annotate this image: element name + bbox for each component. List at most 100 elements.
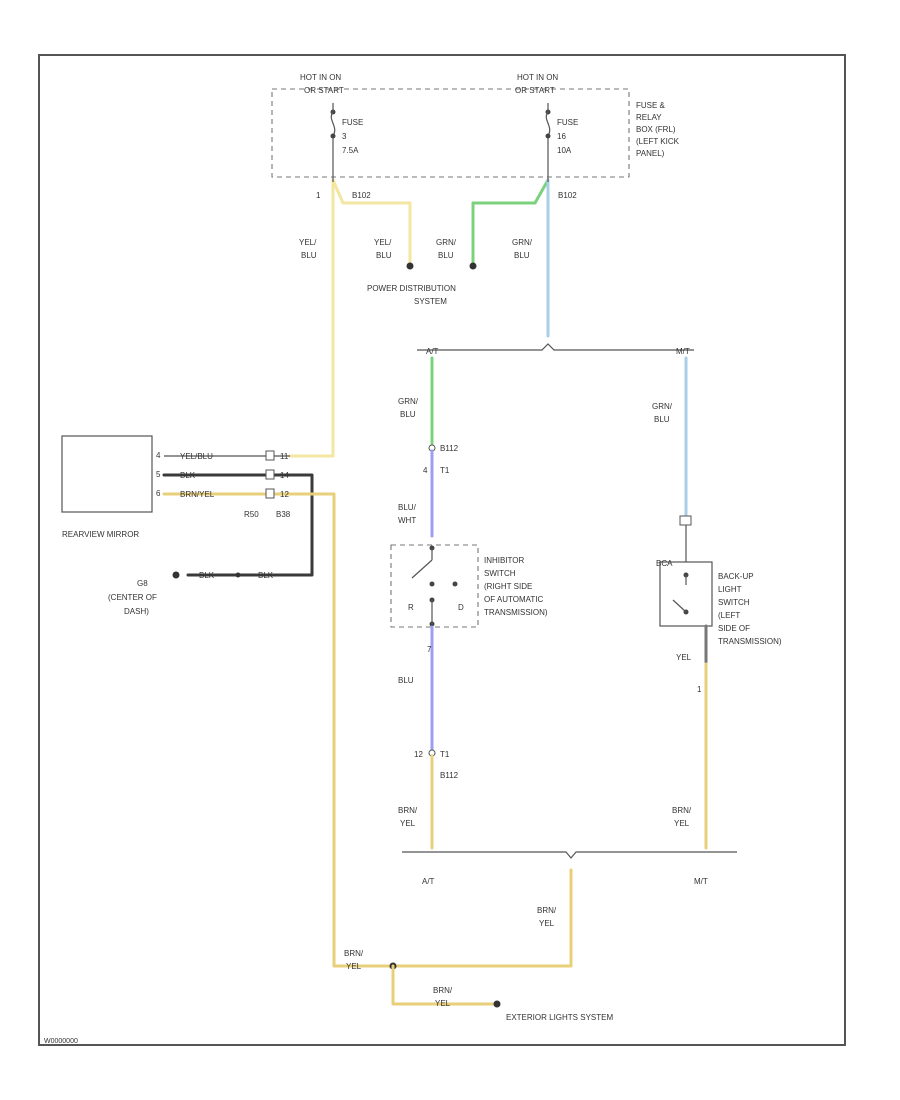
fuse-3: HOT IN ON OR START FUSE 3 7.5A — [300, 73, 363, 155]
mirror-conn-r50: R50 — [244, 510, 259, 519]
ground-wire-label-a: BLK — [199, 571, 215, 580]
inhibitor-switch: R D — [390, 544, 479, 628]
fuse-3-rating: 7.5A — [342, 146, 359, 155]
exterior-lights-terminal — [493, 1000, 501, 1008]
fuse-3-number: 3 — [342, 132, 347, 141]
at-connector-t1-bottom: T1 — [440, 750, 450, 759]
mirror-wire-blk — [162, 473, 314, 577]
output-wire-center-label-1: BRN/ — [537, 906, 557, 915]
splice-power-left — [406, 262, 414, 270]
ground-wire-label-b: BLK — [258, 571, 274, 580]
mirror-connector-2 — [265, 469, 275, 480]
backup-switch-label-5: SIDE OF — [718, 624, 750, 633]
at-wire-in-label-2: BLU — [400, 410, 416, 419]
fuse-box-label-line2: RELAY — [636, 113, 662, 122]
branch-line-bottom — [402, 851, 737, 859]
power-distribution-label-2: SYSTEM — [414, 297, 447, 306]
backup-light-switch — [659, 561, 713, 627]
fuse-pin-left: 1 — [316, 191, 321, 200]
exterior-lights-label: EXTERIOR LIGHTS SYSTEM — [506, 1013, 613, 1022]
ground-label-2: (CENTER OF — [108, 593, 157, 602]
mirror-connector-3 — [265, 488, 275, 499]
fuse-box-label-line5: PANEL) — [636, 149, 665, 158]
at-connector-12: 12 — [414, 750, 423, 759]
mirror-wire-label-blk: BLK — [180, 471, 196, 480]
ground-label-1: G8 — [137, 579, 148, 588]
output-wire-center-label-2: YEL — [539, 919, 555, 928]
at-wire-bottom-label-2: YEL — [400, 819, 416, 828]
mirror-conn-pin-12: 12 — [280, 490, 289, 499]
fuse-box-label-line1: FUSE & — [636, 101, 666, 110]
wire-output-brn-yel — [391, 868, 573, 968]
mt-wire-in-label-2: BLU — [654, 415, 670, 424]
mirror-pin-5: 5 — [156, 470, 161, 479]
wire-label-grn-blu-2b: BLU — [514, 251, 530, 260]
output-wire-left-label-1: BRN/ — [344, 949, 364, 958]
at-wire-in-label-1: GRN/ — [398, 397, 419, 406]
fuse-box-outline — [271, 88, 630, 178]
mt-pin-1: 1 — [697, 685, 702, 694]
mirror-conn-pin-11: 11 — [280, 452, 289, 461]
at-connector-b112-bottom: B112 — [440, 771, 459, 780]
mirror-conn-b38: B38 — [276, 510, 291, 519]
at-wire-bottom-label-1: BRN/ — [398, 806, 418, 815]
at-wire-out-label: BLU — [398, 676, 414, 685]
inhibitor-label-2: SWITCH — [484, 569, 516, 578]
at-switch-pin-7: 7 — [427, 645, 432, 654]
backup-light-switch-blade — [672, 575, 687, 613]
backup-switch-label-3: SWITCH — [718, 598, 750, 607]
backup-switch-label-2: LIGHT — [718, 585, 742, 594]
hot-label-right-2: OR START — [515, 86, 555, 95]
mt-wire-in-label-1: GRN/ — [652, 402, 673, 411]
ground-splice — [235, 572, 241, 578]
mirror-connector-1 — [265, 450, 275, 461]
fuse-16: HOT IN ON OR START FUSE 16 10A — [515, 73, 578, 155]
at-connector-b112: B112 — [440, 444, 459, 453]
inhibitor-label-4: OF AUTOMATIC — [484, 595, 543, 604]
inhibitor-switch-d-label: D — [458, 603, 464, 612]
wire-yel-blu-to-mirror — [288, 178, 335, 458]
mt-wire-bottom-label-1: BRN/ — [672, 806, 692, 815]
wire-label-yel-blu-1a: YEL/ — [299, 238, 317, 247]
output-wire-bottom-label-1: BRN/ — [433, 986, 453, 995]
at-wire-mid-label-1: BLU/ — [398, 503, 417, 512]
backup-light-switch-body — [659, 561, 713, 627]
inhibitor-switch-d-terminal — [452, 581, 458, 587]
fuse-3-bottom-terminal — [330, 133, 336, 139]
branch-line-top — [417, 343, 694, 351]
at-pin-4: 4 — [423, 466, 428, 475]
ground-g8 — [172, 571, 180, 579]
rearview-mirror — [61, 435, 153, 513]
branch-top-mt: M/T — [676, 347, 690, 356]
mt-wire-out-label: YEL — [676, 653, 692, 662]
splice-power-right — [469, 262, 477, 270]
wire-label-grn-blu-2a: GRN/ — [512, 238, 533, 247]
at-connector-t1: T1 — [440, 466, 450, 475]
diagram-code: W0000000 — [44, 1038, 78, 1045]
fuse-box-label: FUSE & RELAY BOX (FRL) (LEFT KICK PANEL) — [636, 101, 680, 158]
mirror-conn-pin-14: 14 — [280, 471, 289, 480]
output-wire-bottom-label-2: YEL — [435, 999, 451, 1008]
branch-bottom-at: A/T — [422, 877, 435, 886]
connector-b102-left: B102 — [352, 191, 371, 200]
branch-bottom-mt: M/T — [694, 877, 708, 886]
inhibitor-switch-outline — [390, 544, 479, 628]
wire-yel-blu-splice — [331, 178, 412, 268]
wire-label-yel-blu-2a: YEL/ — [374, 238, 392, 247]
wire-grn-blu-splice — [471, 178, 550, 268]
mirror-wire-label-yel-blu: YEL/BLU — [180, 452, 213, 461]
mirror-pin-6: 6 — [156, 489, 161, 498]
fuse-16-label: FUSE — [557, 118, 578, 127]
diagram-frame — [38, 54, 846, 1046]
connector-b102-right: B102 — [558, 191, 577, 200]
fuse-16-number: 16 — [557, 132, 566, 141]
mirror-pin-4: 4 — [156, 451, 161, 460]
backup-switch-label-4: (LEFT — [718, 611, 740, 620]
inhibitor-label-5: TRANSMISSION) — [484, 608, 548, 617]
fuse-3-label: FUSE — [342, 118, 363, 127]
wire-to-exterior-lights — [391, 964, 497, 1006]
fuse-box-label-line4: (LEFT KICK — [636, 137, 680, 146]
ground-label-3: DASH) — [124, 607, 149, 616]
at-wire-mid-label-2: WHT — [398, 516, 416, 525]
